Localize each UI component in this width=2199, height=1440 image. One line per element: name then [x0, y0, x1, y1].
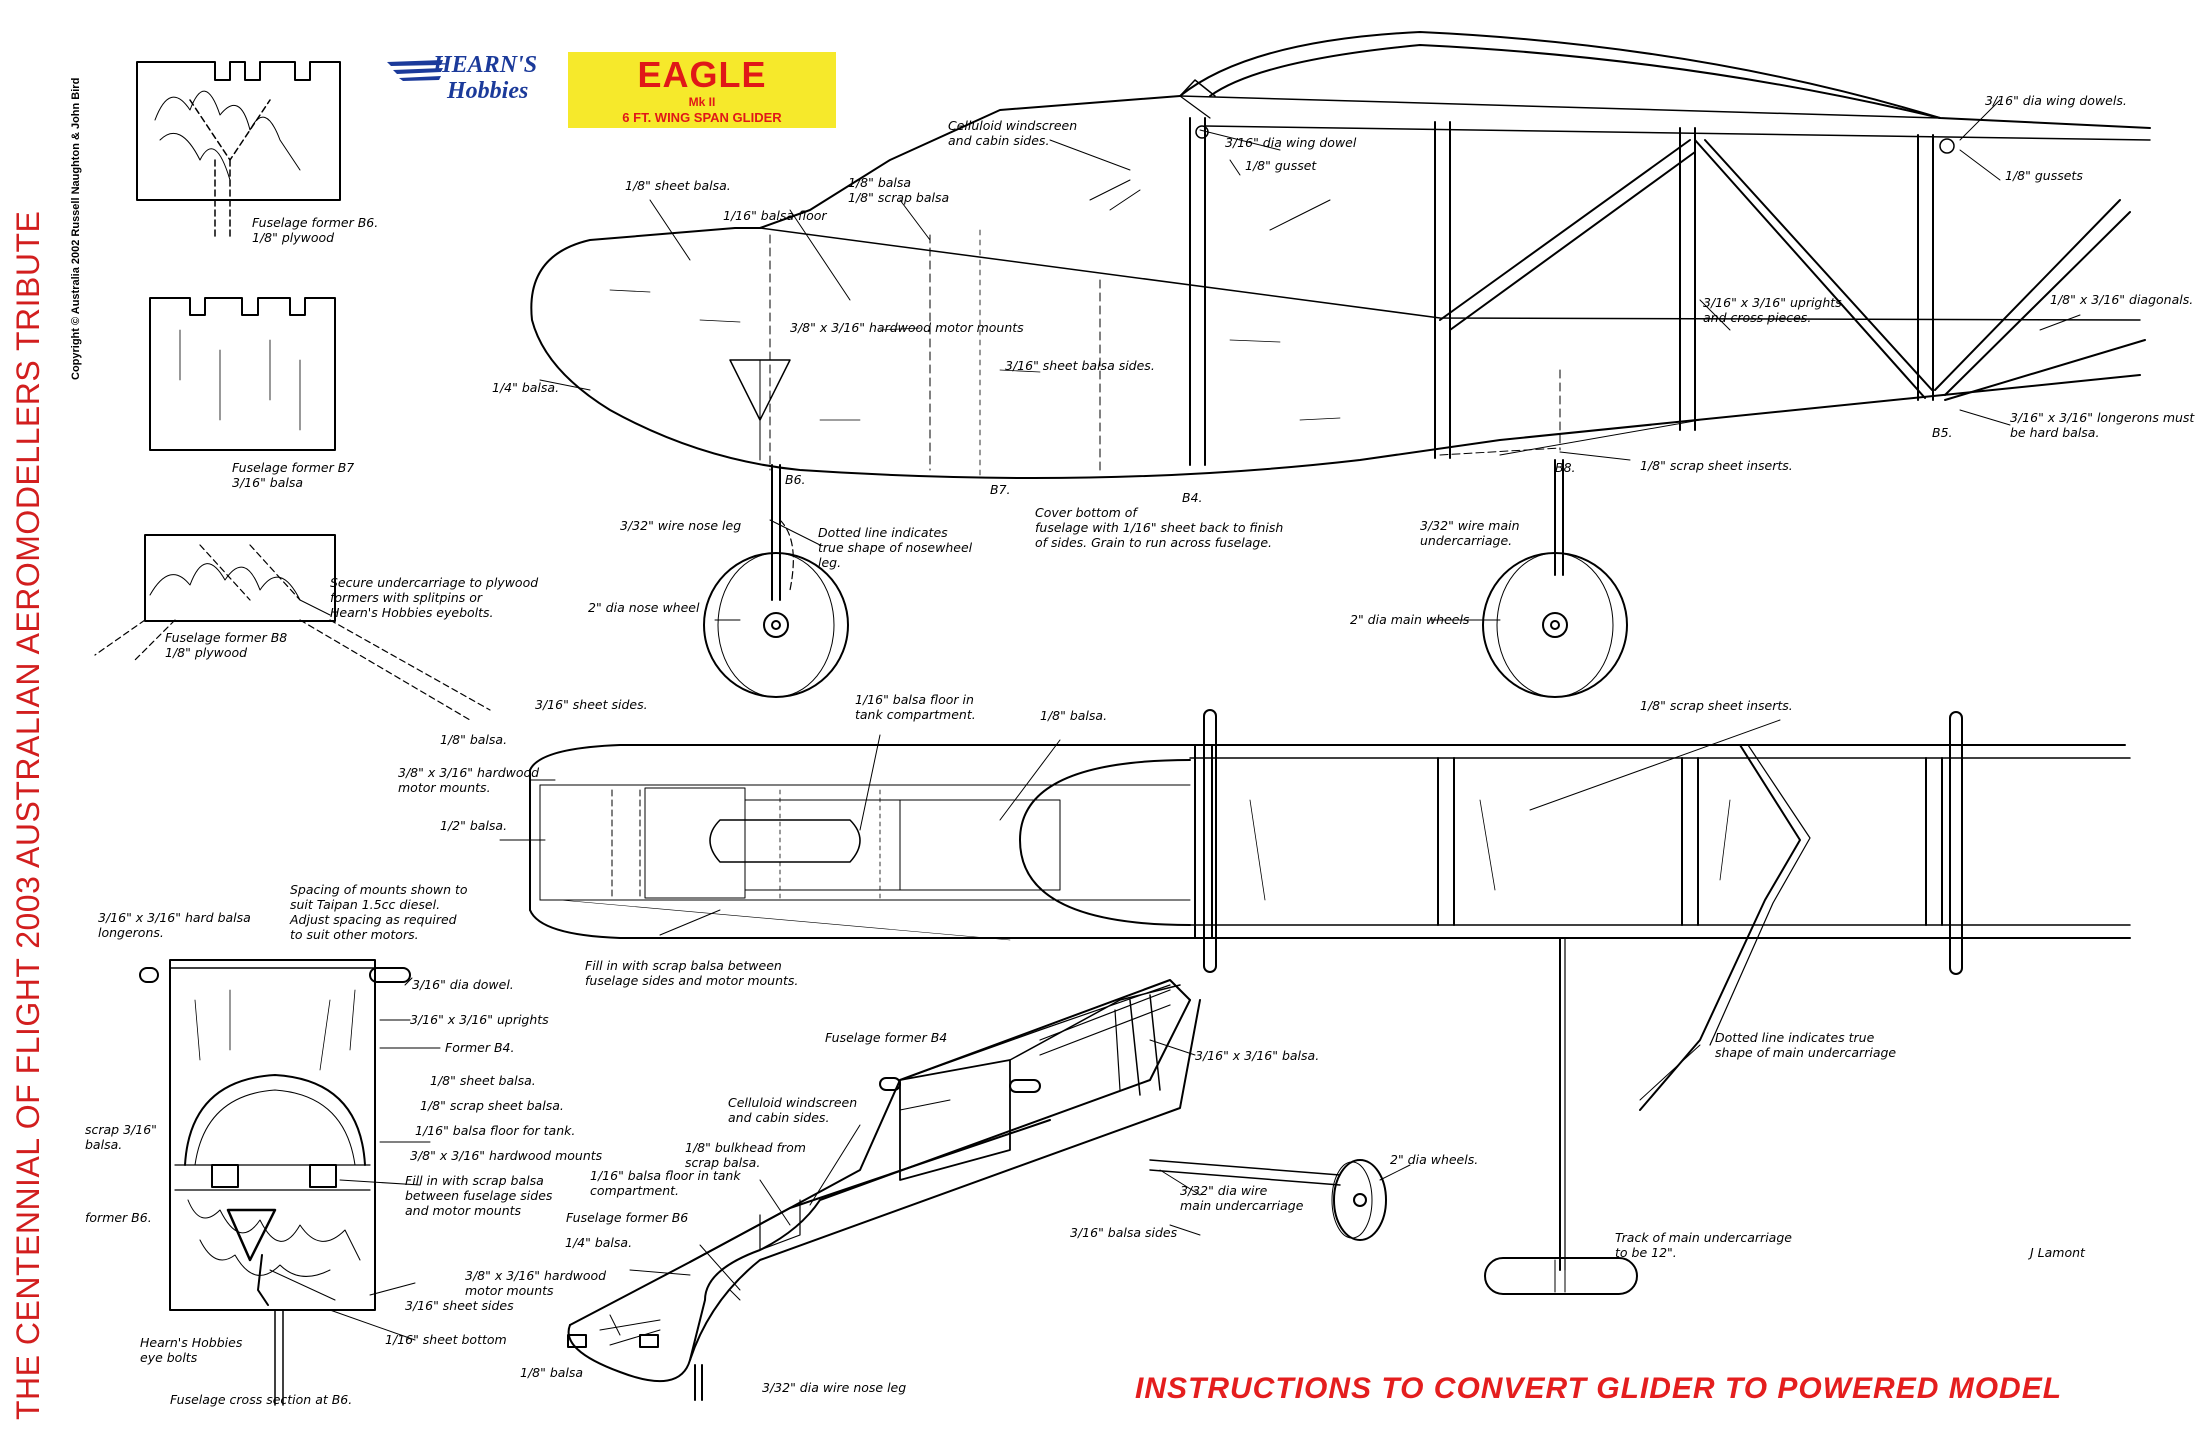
side-view-fuselage [530, 31, 2151, 481]
label-side-scrap-inserts: 1/8" scrap sheet inserts. [1640, 458, 1793, 473]
label-side-longerons: 3/16" x 3/16" longerons must be hard bal… [2010, 410, 2195, 440]
label-top-balsa-a: 1/8" balsa. [440, 732, 508, 747]
label-side-motor-mounts: 3/8" x 3/16" hardwood motor mounts [790, 320, 1024, 335]
label-top-balsa: 1/8" balsa. [1040, 708, 1108, 723]
label-top-spacing: Spacing of mounts shown to suit Taipan 1… [290, 882, 468, 942]
label-iso-former-b6: Fuselage former B6 [566, 1210, 689, 1225]
label-side-balsa-scrap: 1/8" balsa 1/8" scrap balsa [848, 175, 950, 205]
label-iso-uprights: 3/16" x 3/16" balsa. [1195, 1048, 1320, 1063]
label-sec-former-b6: former B6. [85, 1210, 152, 1225]
label-iso-dotted-main: Dotted line indicates true shape of main… [1715, 1030, 1897, 1060]
label-former-b6: Fuselage former B6. 1/8" plywood [252, 215, 379, 245]
label-side-nose-balsa: 1/4" balsa. [492, 380, 560, 395]
label-iso-bulkhead: 1/8" bulkhead from scrap balsa. [685, 1140, 806, 1170]
station-b8: B8. [1555, 460, 1576, 475]
leader-lines [269, 99, 2081, 1341]
label-iso-eighth-balsa: 1/8" balsa [520, 1365, 584, 1380]
label-sec-sheet-bottom: 1/16" sheet bottom [385, 1332, 507, 1347]
former-b8-drawing [94, 534, 491, 721]
label-side-diagonals: 1/8" x 3/16" diagonals. [2050, 292, 2194, 307]
model-subtitle: 6 FT. WING SPAN GLIDER [622, 110, 782, 125]
label-side-wing-dowel: 3/16" dia wing dowel [1225, 135, 1357, 150]
label-iso-former-b4: Fuselage former B4 [825, 1030, 948, 1045]
label-iso-balsa-sides: 3/16" balsa sides [1070, 1225, 1178, 1240]
label-sec-floor-tank: 1/16" balsa floor for tank. [415, 1123, 576, 1138]
top-view-fuselage [529, 709, 2131, 1295]
label-sec-scrap-sheet: 1/8" scrap sheet balsa. [420, 1098, 564, 1113]
label-side-uprights: 3/16" x 3/16" uprights and cross pieces. [1703, 295, 1842, 325]
side-main-wheel [1482, 459, 1628, 698]
footer-title: INSTRUCTIONS TO CONVERT GLIDER TO POWERE… [1135, 1372, 2063, 1405]
label-side-wing-dowels: 3/16" dia wing dowels. [1985, 93, 2127, 108]
label-former-b8: Fuselage former B8 1/8" plywood [165, 630, 288, 660]
label-sec-sheet-balsa: 1/8" sheet balsa. [430, 1073, 536, 1088]
model-name: EAGLE [637, 54, 767, 95]
label-sec-sheet-sides: 3/16" sheet sides [405, 1298, 514, 1313]
wings-icon [387, 60, 443, 81]
label-iso-wheels: 2" dia wheels. [1390, 1152, 1479, 1167]
label-iso-track: Track of main undercarriage to be 12". [1615, 1230, 1792, 1260]
label-sec-motor-mounts: 3/8" x 3/16" hardwood mounts [410, 1148, 603, 1163]
brand-line2: Hobbies [447, 78, 529, 104]
station-b7: B7. [990, 482, 1011, 497]
label-side-gussets: 1/8" gussets [2005, 168, 2083, 183]
label-secure-uc: Secure undercarriage to plywood formers … [330, 575, 539, 620]
hearns-hobbies-logo: HEARN'S Hobbies [385, 50, 550, 112]
label-side-windscreen: Celluloid windscreen and cabin sides. [948, 118, 1078, 148]
label-iso-floor-tank: 1/16" balsa floor in tank compartment. [590, 1168, 741, 1198]
station-b6: B6. [785, 472, 806, 487]
label-side-nose-leg: 3/32" wire nose leg [620, 518, 742, 533]
label-side-sheet-balsa: 1/8" sheet balsa. [625, 178, 731, 193]
label-sec-former-b4: Former B4. [445, 1040, 515, 1055]
label-side-balsa-floor: 1/16" balsa floor [723, 208, 827, 223]
label-top-sheet-sides: 3/16" sheet sides. [535, 697, 648, 712]
side-nose-wheel [703, 464, 849, 698]
label-former-b7: Fuselage former B7 3/16" balsa [232, 460, 355, 490]
label-top-motor-mounts: 3/8" x 3/16" hardwood motor mounts. [398, 765, 540, 795]
label-iso-nose-leg: 3/32" dia wire nose leg [762, 1380, 907, 1395]
label-iso-windscreen: Celluloid windscreen and cabin sides. [728, 1095, 858, 1125]
former-b7-drawing [149, 297, 336, 451]
label-side-sheet-sides: 3/16" sheet balsa sides. [1005, 358, 1155, 373]
label-top-half-balsa: 1/2" balsa. [440, 818, 508, 833]
label-side-gusset: 1/8" gusset [1245, 158, 1317, 173]
signature: J Lamont [2030, 1245, 2085, 1260]
cross-section-b6 [139, 959, 411, 1406]
label-top-fillin: Fill in with scrap balsa between fuselag… [585, 958, 799, 988]
label-side-nose-wheel: 2" dia nose wheel [588, 600, 700, 615]
label-sec-fillin: Fill in with scrap balsa between fuselag… [405, 1173, 553, 1218]
label-sec-caption: Fuselage cross section at B6. [170, 1392, 353, 1407]
brand-line1: HEARN'S [433, 52, 538, 78]
label-sec-eyebolts: Hearn's Hobbies eye bolts [140, 1335, 243, 1365]
label-sec-dowel: 3/16" dia dowel. [412, 977, 514, 992]
label-top-scrap-inserts: 1/8" scrap sheet inserts. [1640, 698, 1793, 713]
label-sec-longerons: 3/16" x 3/16" hard balsa longerons. [98, 910, 251, 940]
model-badge: EAGLE Mk II 6 FT. WING SPAN GLIDER [568, 52, 836, 128]
label-top-floor-tank: 1/16" balsa floor in tank compartment. [855, 692, 976, 722]
former-b6-drawing [136, 61, 341, 241]
station-b5: B5. [1932, 425, 1953, 440]
model-mark: Mk II [688, 95, 716, 109]
label-iso-motor-mounts: 3/8" x 3/16" hardwood motor mounts [465, 1268, 607, 1298]
isometric-fuselage [567, 979, 1387, 1401]
label-side-main-wheels: 2" dia main wheels [1350, 612, 1470, 627]
station-b4: B4. [1182, 490, 1203, 505]
label-iso-uc-wire: 3/32" dia wire main undercarriage [1180, 1183, 1304, 1213]
label-side-main-wire: 3/32" wire main undercarriage. [1420, 518, 1520, 548]
label-sec-scrap-left: scrap 3/16" balsa. [85, 1122, 157, 1152]
label-side-cover-bottom: Cover bottom of fuselage with 1/16" shee… [1035, 505, 1284, 550]
label-sec-uprights: 3/16" x 3/16" uprights [410, 1012, 549, 1027]
label-iso-quarter-balsa: 1/4" balsa. [565, 1235, 633, 1250]
label-side-dotted-nosewheel: Dotted line indicates true shape of nose… [818, 525, 973, 570]
